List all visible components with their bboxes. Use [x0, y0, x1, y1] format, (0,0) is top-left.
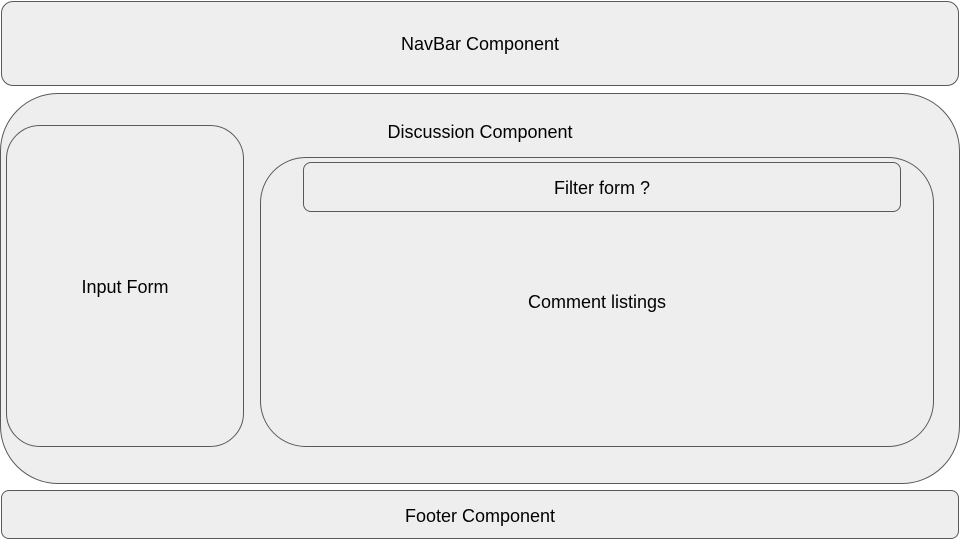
filter-form-box: [303, 162, 901, 212]
input-form-box: [6, 125, 244, 447]
footer-component-box: [1, 490, 959, 539]
input-form-label: Input Form: [81, 277, 169, 297]
footer-component-label: Footer Component: [404, 506, 556, 526]
navbar-component-label: NavBar Component: [400, 34, 560, 54]
navbar-component-box: [1, 1, 959, 86]
filter-form-label: Filter form ?: [553, 178, 651, 198]
discussion-component-label: Discussion Component: [387, 122, 573, 142]
comment-listings-label: Comment listings: [527, 292, 667, 312]
